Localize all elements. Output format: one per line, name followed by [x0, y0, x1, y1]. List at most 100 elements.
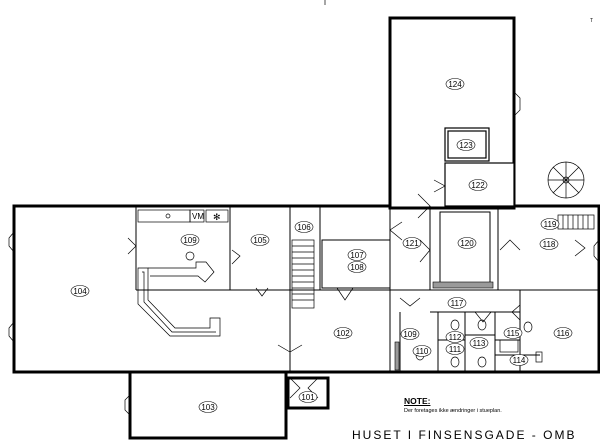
room-label-ellipse	[445, 343, 465, 355]
room-label-ellipse	[509, 354, 529, 366]
note-title: NOTE:	[404, 396, 431, 406]
room-label-ellipse	[402, 237, 422, 249]
room-label-r124: 124	[445, 78, 465, 90]
room-label-ellipse	[456, 139, 476, 151]
room-label-r120: 120	[457, 237, 477, 249]
room-label-ellipse	[400, 328, 420, 340]
room-label-ellipse	[447, 297, 467, 309]
room-label-text: 113	[473, 339, 486, 348]
room-label-text: 102	[336, 329, 350, 338]
room-label-r113: 113	[469, 337, 489, 349]
room-label-text: 124	[448, 80, 462, 89]
room-label-r121: 121	[402, 237, 422, 249]
room-label-ellipse	[198, 401, 218, 413]
room-label-ellipse	[553, 327, 573, 339]
bar-counter-outer	[137, 267, 221, 337]
room-label-r107: 107	[347, 249, 367, 261]
interior-walls	[135, 206, 599, 372]
room-label-ellipse	[70, 285, 90, 297]
room-label-text: 114	[513, 356, 526, 365]
room-label-ellipse	[298, 391, 318, 403]
bay-window-north	[513, 91, 521, 117]
main-building-outline	[12, 204, 600, 374]
room-label-text: 109	[183, 236, 197, 245]
room-label-text: 103	[201, 403, 215, 412]
bar-counter-top	[148, 261, 215, 283]
room-label-r123: 123	[456, 139, 476, 151]
room-label-ellipse	[540, 218, 560, 230]
spiral-stair-icon	[547, 161, 585, 199]
room-label-text: 110	[416, 347, 429, 356]
room-label-r112: 112	[445, 331, 465, 343]
room-label-ellipse	[294, 221, 314, 233]
room-label-text: 122	[471, 181, 485, 190]
room-label-ellipse	[412, 345, 432, 357]
note-text: Der foretages ikke ændringer i stueplan.	[404, 408, 502, 414]
staircase-106	[291, 239, 315, 309]
room-label-text: 120	[460, 239, 474, 248]
room-label-ellipse	[347, 249, 367, 261]
room-label-r104: 104	[70, 285, 90, 297]
room-label-r109b: 109	[400, 328, 420, 340]
stove-icon: ✻	[213, 212, 221, 222]
bay-window-east	[593, 239, 600, 263]
room-label-text: 108	[350, 263, 364, 272]
sink-icon	[165, 213, 171, 219]
room-label-r105: 105	[250, 234, 270, 246]
room-label-text: 104	[73, 287, 87, 296]
room-label-ellipse	[333, 327, 353, 339]
room-label-ellipse	[539, 238, 559, 250]
room-label-text: 109	[403, 330, 417, 339]
room-label-text: 119	[544, 220, 557, 229]
room-label-text: 105	[253, 236, 267, 245]
bar-counter-inner	[142, 271, 216, 333]
room-label-ellipse	[347, 261, 367, 273]
bay-window-west-upper	[8, 231, 15, 253]
room-labels: 124 123 122 119 118 120 121 107 108 106 105 109 104 1…	[70, 78, 573, 413]
room-label-r108: 108	[347, 261, 367, 273]
room-label-text: 116	[557, 329, 570, 338]
room-label-r106: 106	[294, 221, 314, 233]
drawing-title: HUSET I FINSENSGADE - OMB	[352, 428, 577, 442]
room-label-text: 107	[350, 251, 364, 260]
room-label-r103: 103	[198, 401, 218, 413]
room-label-r117: 117	[447, 297, 467, 309]
room-label-text: 112	[449, 333, 462, 342]
room-label-r102: 102	[333, 327, 353, 339]
room-label-ellipse	[180, 234, 200, 246]
room-label-ellipse	[457, 237, 477, 249]
bar-sink	[185, 251, 195, 261]
room-label-text: 123	[459, 141, 473, 150]
room-label-text: 121	[405, 239, 419, 248]
wall-block	[394, 341, 400, 371]
stove-box	[205, 209, 229, 223]
door-swings	[127, 179, 586, 399]
room-label-r114: 114	[509, 354, 529, 366]
room-label-ellipse	[445, 331, 465, 343]
room-label-text: 106	[297, 223, 311, 232]
dishwasher-box	[189, 209, 205, 223]
corner-mark: T	[590, 18, 594, 24]
room-label-text: 101	[301, 393, 315, 402]
room-label-r122: 122	[468, 179, 488, 191]
room-label-r119: 119	[540, 218, 560, 230]
room-label-text: 118	[543, 240, 556, 249]
wall-block	[432, 281, 494, 289]
room-label-r115: 115	[503, 327, 523, 339]
room-label-ellipse	[468, 179, 488, 191]
room-label-text: 115	[507, 329, 520, 338]
bay-window-west-lower	[8, 321, 15, 343]
room-label-r118: 118	[539, 238, 559, 250]
room-label-r110: 110	[412, 345, 432, 357]
room-label-ellipse	[503, 327, 523, 339]
room-label-ellipse	[445, 78, 465, 90]
room-label-text: 117	[451, 299, 464, 308]
room-label-ellipse	[469, 337, 489, 349]
bay-window-annex	[124, 394, 131, 416]
room-label-r109: 109	[180, 234, 200, 246]
room-label-r111: 111	[445, 343, 465, 355]
room-label-text: 111	[449, 345, 462, 354]
room-label-r116: 116	[553, 327, 573, 339]
room-label-r101: 101	[298, 391, 318, 403]
